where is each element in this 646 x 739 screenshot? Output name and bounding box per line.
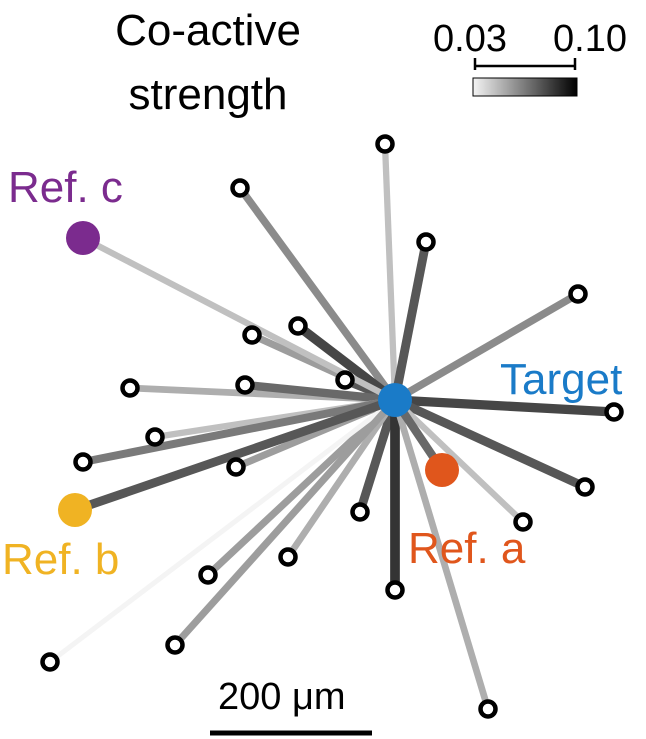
connection-line — [48, 398, 397, 664]
neuron-marker — [385, 580, 405, 600]
connection-line — [392, 397, 526, 525]
neuron-marker — [568, 284, 588, 304]
connection-lines — [48, 143, 615, 710]
neuron-marker — [513, 512, 533, 532]
connection-line — [172, 397, 398, 648]
ref-c-label: Ref. c — [8, 163, 123, 212]
ref-a-label: Ref. a — [408, 524, 526, 573]
neuron-marker — [120, 378, 140, 398]
colorbar-max-label: 0.10 — [553, 18, 627, 60]
connection-line-ref-b — [73, 395, 397, 515]
connection-line — [236, 185, 399, 403]
title-line-1: Co-active — [115, 6, 301, 55]
connection-line — [390, 241, 431, 401]
neuron-marker — [478, 699, 498, 719]
neuron-marker — [73, 452, 93, 472]
neuron-marker — [226, 457, 246, 477]
connection-line — [295, 322, 398, 404]
ref-b-marker — [58, 493, 92, 527]
neuron-marker — [165, 635, 185, 655]
neuron-marker — [575, 477, 595, 497]
connection-line — [393, 395, 587, 492]
neuron-marker — [375, 134, 395, 154]
title-line-2: strength — [128, 70, 288, 119]
colorbar-gradient — [472, 77, 578, 97]
scale-bar-label: 200 μm — [218, 676, 346, 718]
colorbar — [472, 58, 578, 97]
neuron-marker — [278, 547, 298, 567]
target-marker — [378, 383, 412, 417]
neuron-marker — [235, 375, 255, 395]
connection-line — [391, 399, 492, 710]
ref-a-marker — [425, 453, 459, 487]
connection-line — [82, 396, 396, 466]
neuron-marker — [40, 652, 60, 672]
connection-line — [244, 380, 396, 405]
neuron-marker — [198, 565, 218, 585]
neuron-marker — [335, 370, 355, 390]
neuron-marker — [604, 402, 624, 422]
connection-line — [285, 398, 398, 559]
connection-line — [355, 398, 400, 514]
neuron-marker — [242, 325, 262, 345]
connection-line — [394, 395, 615, 417]
ref-c-marker — [66, 221, 100, 255]
colorbar-min-label: 0.03 — [433, 18, 507, 60]
target-label: Target — [500, 355, 623, 404]
neuron-marker — [350, 502, 370, 522]
connection-line — [393, 290, 580, 404]
neuron-marker — [230, 178, 250, 198]
ref-b-label: Ref. b — [2, 535, 120, 584]
neuron-markers — [40, 134, 624, 719]
connection-line — [381, 143, 399, 401]
neuron-marker — [288, 316, 308, 336]
connection-line — [205, 397, 398, 578]
neuron-marker — [145, 427, 165, 447]
neuron-marker — [416, 232, 436, 252]
